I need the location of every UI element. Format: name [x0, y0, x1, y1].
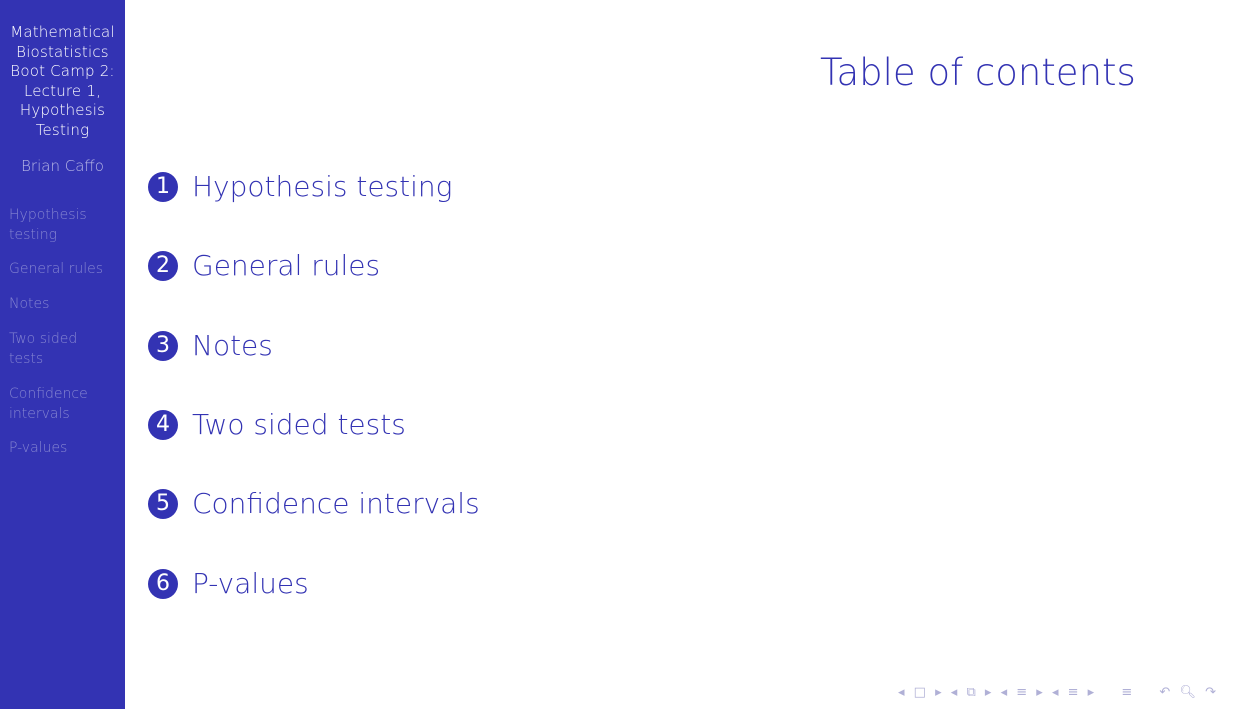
prev-subsection-icon[interactable]: ◂ [950, 685, 958, 700]
toc-number-badge: 2 [148, 251, 178, 281]
sidebar-item-hypothesis-testing[interactable]: Hypothesis testing [9, 206, 121, 245]
presentation-title[interactable]: Mathematical Biostatistics Boot Camp 2: … [0, 23, 125, 140]
sidebar-item-label: P-values [9, 440, 68, 456]
sidebar-item-label: General rules [9, 261, 104, 277]
next-subsection-icon[interactable]: ▸ [984, 685, 992, 700]
presentation-title-line: Testing [35, 120, 90, 139]
toc-number-badge: 3 [148, 331, 178, 361]
toc-number-badge: 4 [148, 410, 178, 440]
presentation-title-line: Hypothesis [19, 101, 106, 119]
search-forward-icon[interactable]: ↷ [1205, 685, 1216, 700]
toc-label[interactable]: Notes [192, 329, 273, 362]
toc-number-badge: 1 [148, 172, 178, 202]
sidebar-item-label: tests [9, 350, 44, 367]
presentation-title-line: Lecture 1, [23, 81, 102, 100]
sidebar-item-label: Hypothesis [9, 207, 87, 223]
toc-number-badge: 6 [148, 569, 178, 599]
author-name[interactable]: Brian Caffo [21, 157, 104, 175]
sidebar-item-notes[interactable]: Notes [9, 295, 121, 315]
presentation-title-line: Boot Camp 2: [10, 62, 115, 80]
sidebar-item-label: Notes [9, 296, 50, 312]
toc-label[interactable]: Two sided tests [192, 408, 406, 441]
appendix-icon[interactable]: ≡ [1067, 685, 1079, 700]
next-section-icon[interactable]: ▸ [1036, 685, 1043, 700]
sidebar-item-confidence-intervals[interactable]: Confidence intervals [9, 385, 121, 424]
sidebar-item-label: Confidence [9, 386, 88, 402]
sidebar-item-two-sided-tests[interactable]: Two sided tests [9, 330, 121, 369]
toc-number-badge: 5 [148, 489, 178, 519]
sidebar-item-general-rules[interactable]: General rules [9, 260, 121, 280]
document-icon[interactable]: ≡ [1121, 685, 1133, 700]
toc-label[interactable]: Confidence intervals [192, 487, 480, 520]
toc-label[interactable]: Hypothesis testing [192, 170, 453, 203]
toc-label[interactable]: P-values [192, 567, 309, 600]
sidebar-item-label: intervals [9, 405, 70, 422]
presentation-title-line: Biostatistics [16, 42, 109, 61]
sidebar: Mathematical Biostatistics Boot Camp 2: … [0, 0, 125, 709]
prev-frame-icon[interactable]: ◂ [898, 685, 905, 700]
sidebar-item-p-values[interactable]: P-values [9, 439, 121, 459]
frame-icon[interactable]: □ [913, 685, 926, 700]
section-icon[interactable]: ≡ [1016, 685, 1028, 700]
sidebar-item-label: Two sided [9, 331, 78, 347]
next-frame-icon[interactable]: ▸ [935, 685, 942, 700]
presentation-title-line: Mathematical [10, 23, 115, 41]
search-icon[interactable]: 🔍︎ [1179, 685, 1196, 700]
prev-appendix-icon[interactable]: ◂ [1051, 685, 1059, 700]
page-title: Table of contents [820, 51, 1136, 94]
sidebar-item-label: testing [9, 226, 58, 243]
subsection-icon[interactable]: ⧉ [966, 685, 976, 700]
prev-section-icon[interactable]: ◂ [1000, 685, 1008, 700]
toc-label[interactable]: General rules [192, 249, 381, 282]
beamer-navigation-bar: ◂ □ ▸ ◂ ⧉ ▸ ◂ ≡ ▸ ◂ ≡ ▸ ≡ ↶ 🔍︎ ↷ [898, 684, 1221, 702]
next-appendix-icon[interactable]: ▸ [1087, 685, 1095, 700]
search-back-icon[interactable]: ↶ [1159, 685, 1171, 700]
